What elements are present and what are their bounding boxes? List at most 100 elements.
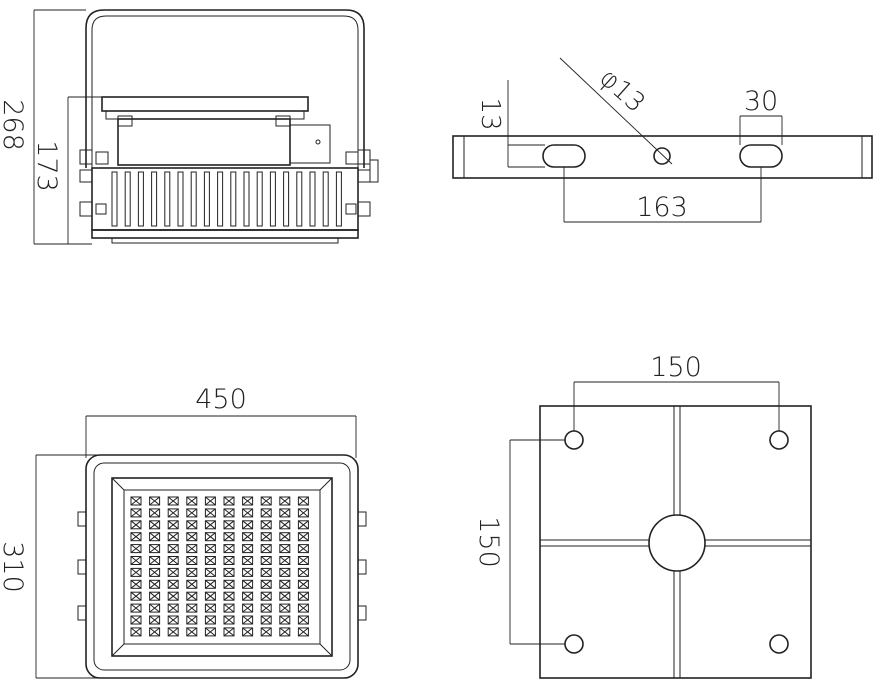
led-chip xyxy=(149,532,161,542)
led-chip xyxy=(260,496,272,506)
led-chip xyxy=(279,544,291,554)
led-chip xyxy=(130,508,142,518)
mounting-slot-right xyxy=(739,144,783,168)
dim-body-height: 173 xyxy=(31,140,62,192)
led-chip xyxy=(186,627,198,637)
led-chip xyxy=(260,567,272,577)
bracket-view: φ13 13 30 163 xyxy=(452,57,873,223)
dim-hole-spacing-horizontal: 150 xyxy=(650,352,702,383)
led-chip xyxy=(297,544,309,554)
led-chip xyxy=(167,567,179,577)
led-chip xyxy=(204,591,216,601)
led-chip xyxy=(260,508,272,518)
led-chip xyxy=(242,579,254,589)
led-chip xyxy=(130,615,142,625)
led-chip xyxy=(279,496,291,506)
led-chip xyxy=(130,579,142,589)
led-chip xyxy=(204,532,216,542)
led-chip xyxy=(297,603,309,613)
led-chip xyxy=(242,532,254,542)
led-chip xyxy=(186,520,198,530)
led-chip xyxy=(149,567,161,577)
led-chip xyxy=(130,496,142,506)
led-chip xyxy=(149,615,161,625)
heat-sink-fin xyxy=(256,171,263,227)
led-chip xyxy=(260,579,272,589)
led-chip xyxy=(223,615,235,625)
led-chip xyxy=(242,615,254,625)
dim-total-height: 268 xyxy=(0,99,28,151)
led-chip xyxy=(167,603,179,613)
led-chip xyxy=(223,544,235,554)
led-chip xyxy=(167,556,179,565)
led-chip xyxy=(223,520,235,530)
led-chip xyxy=(223,579,235,589)
led-chip xyxy=(297,532,309,542)
led-chip xyxy=(186,567,198,577)
led-chip xyxy=(186,508,198,518)
heat-sink-fin xyxy=(177,171,184,227)
heat-sink-fin xyxy=(111,171,118,227)
led-chip xyxy=(242,603,254,613)
heat-sink-fin xyxy=(190,171,197,227)
led-chip xyxy=(279,567,291,577)
led-chip xyxy=(204,496,216,506)
led-chip xyxy=(223,496,235,506)
front-view: 450 310 xyxy=(0,384,367,679)
led-chip xyxy=(242,567,254,577)
led-chip xyxy=(167,496,179,506)
led-chip xyxy=(186,556,198,565)
led-chip xyxy=(223,556,235,565)
led-chip xyxy=(204,615,216,625)
dim-slot-offset: 13 xyxy=(475,97,505,130)
dim-hole-spacing-vertical: 150 xyxy=(473,516,504,568)
led-chip xyxy=(260,591,272,601)
led-chip xyxy=(260,520,272,530)
mount-hole-top-right xyxy=(769,430,789,450)
led-chip xyxy=(204,567,216,577)
led-chip xyxy=(223,508,235,518)
led-chip xyxy=(242,496,254,506)
led-chip xyxy=(130,627,142,637)
heat-sink-fin xyxy=(269,171,276,227)
led-chip xyxy=(279,603,291,613)
dim-width: 450 xyxy=(195,384,247,415)
heat-sink-fins xyxy=(111,171,342,227)
led-chip xyxy=(149,544,161,554)
led-chip xyxy=(130,544,142,554)
center-hole xyxy=(653,147,671,165)
heat-sink-fin xyxy=(217,171,224,227)
led-chip xyxy=(130,603,142,613)
mount-hole-bottom-left xyxy=(564,634,584,654)
led-chip xyxy=(260,615,272,625)
led-chip xyxy=(204,603,216,613)
heat-sink-fin xyxy=(322,171,329,227)
led-chip xyxy=(204,627,216,637)
led-chip xyxy=(297,496,309,506)
led-chip xyxy=(260,556,272,565)
led-chip xyxy=(223,567,235,577)
led-chip xyxy=(242,556,254,565)
led-chip xyxy=(242,627,254,637)
heat-sink-fin xyxy=(296,171,303,227)
heat-sink-fin xyxy=(203,171,210,227)
led-chip xyxy=(279,508,291,518)
heat-sink-fin xyxy=(137,171,144,227)
led-chip xyxy=(260,627,272,637)
led-chip xyxy=(149,627,161,637)
mount-hole-top-left xyxy=(564,430,584,450)
led-chip xyxy=(186,591,198,601)
heat-sink-fin xyxy=(151,171,158,227)
side-view: 268 173 xyxy=(0,9,379,245)
led-chip xyxy=(223,603,235,613)
led-chip xyxy=(279,556,291,565)
heat-sink-fin xyxy=(124,171,131,227)
led-array xyxy=(130,496,309,637)
led-chip xyxy=(167,615,179,625)
heat-sink-fin xyxy=(309,171,316,227)
led-chip xyxy=(279,520,291,530)
mount-hole-bottom-right xyxy=(769,634,789,654)
led-chip xyxy=(149,508,161,518)
led-chip xyxy=(279,532,291,542)
